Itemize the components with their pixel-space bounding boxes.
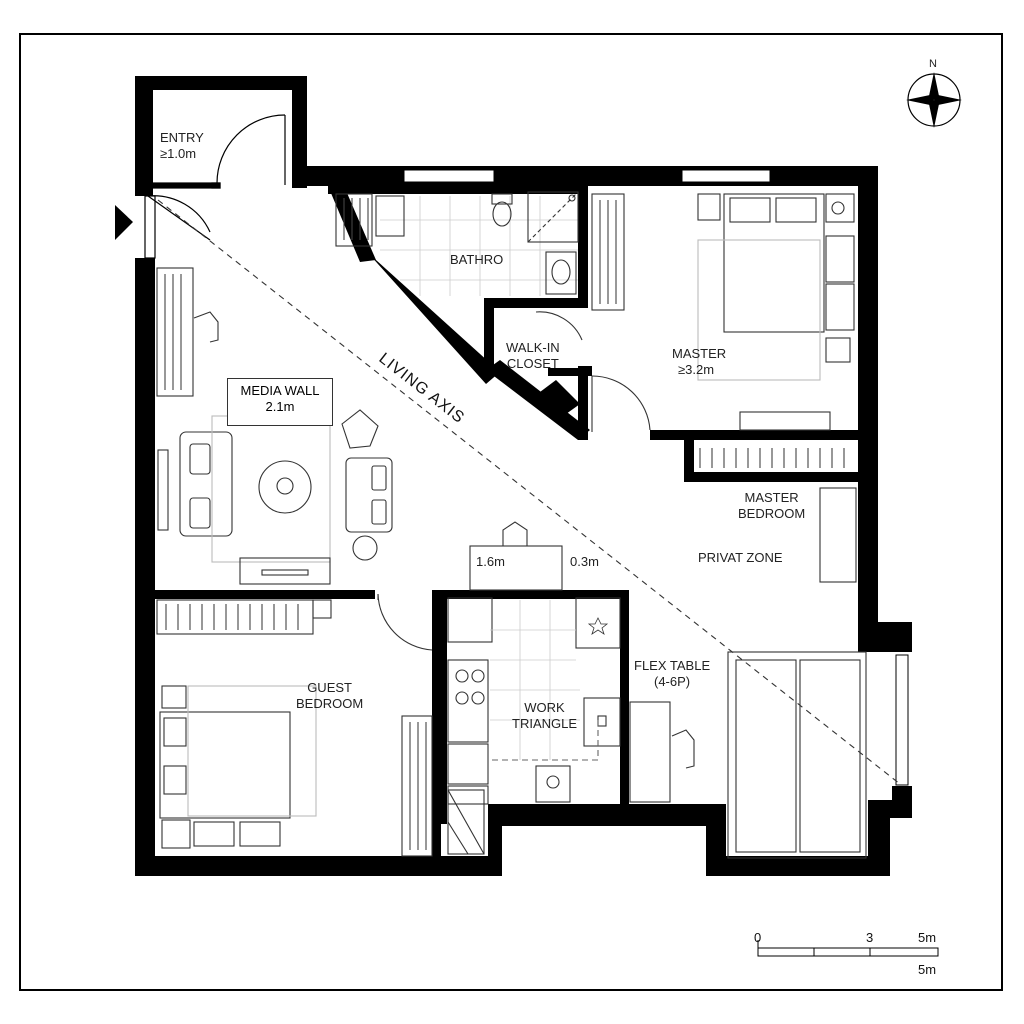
master-walls <box>650 430 858 482</box>
entry-name: ENTRY <box>160 130 204 145</box>
master-dim: ≥3.2m <box>678 362 715 377</box>
interior-walls <box>155 590 629 856</box>
entrance-arrow <box>115 205 133 240</box>
room-label-master-bedroom: MASTER BEDROOM <box>738 490 805 522</box>
compass-north-label: N <box>929 58 937 70</box>
master-bedroom-line1: MASTER <box>744 490 799 505</box>
media-name: MEDIA WALL <box>240 383 320 398</box>
room-label-bath: BATHRO <box>450 252 503 268</box>
bath-tile-grid <box>380 196 578 296</box>
media-dim: 2.1m <box>265 399 295 414</box>
work-line1: WORK <box>524 700 565 715</box>
entry-dim: ≥1.0m <box>160 146 197 161</box>
master-name: MASTER <box>672 346 727 361</box>
flex-line2: (4-6P) <box>653 674 691 689</box>
room-label-entry: ENTRY ≥1.0m <box>160 130 204 162</box>
windows <box>403 169 909 786</box>
drawing-frame <box>19 33 1003 991</box>
closet-line2: CLOSET <box>506 356 559 371</box>
room-label-master: MASTER ≥3.2m <box>672 346 726 378</box>
dim-left: 1.6m <box>476 554 505 569</box>
room-label-flex: FLEX TABLE (4-6P) <box>634 658 710 690</box>
scale-tick-3: 3 <box>866 930 874 945</box>
room-label-work: WORK TRIANGLE <box>512 700 577 732</box>
scale-tick-0: 0 <box>754 930 762 945</box>
scale-unit: 5m <box>918 962 937 977</box>
furniture <box>156 191 867 859</box>
compass-icon <box>906 72 962 128</box>
closet-line1: WALK-IN <box>506 340 560 355</box>
flex-line1: FLEX TABLE <box>634 658 711 673</box>
media-wall-label: MEDIA WALL 2.1m <box>227 378 333 426</box>
scale-bar <box>757 940 939 957</box>
master-bedroom-line2: BEDROOM <box>738 506 806 521</box>
work-line2: TRIANGLE <box>512 716 578 731</box>
private-zone-label: PRIVAT ZONE <box>698 550 783 565</box>
guest-line1: GUEST <box>307 680 352 695</box>
exterior-walls <box>135 76 912 876</box>
dim-right: 0.3m <box>570 554 599 569</box>
room-label-guest: GUEST BEDROOM <box>296 680 363 712</box>
living-axis-line <box>157 199 901 785</box>
bath-name: BATHRO <box>450 252 504 267</box>
room-label-closet: WALK-IN CLOSET <box>506 340 560 372</box>
guest-line2: BEDROOM <box>296 696 364 711</box>
entry-doors <box>144 114 286 259</box>
scale-tick-5: 5m <box>918 930 937 945</box>
